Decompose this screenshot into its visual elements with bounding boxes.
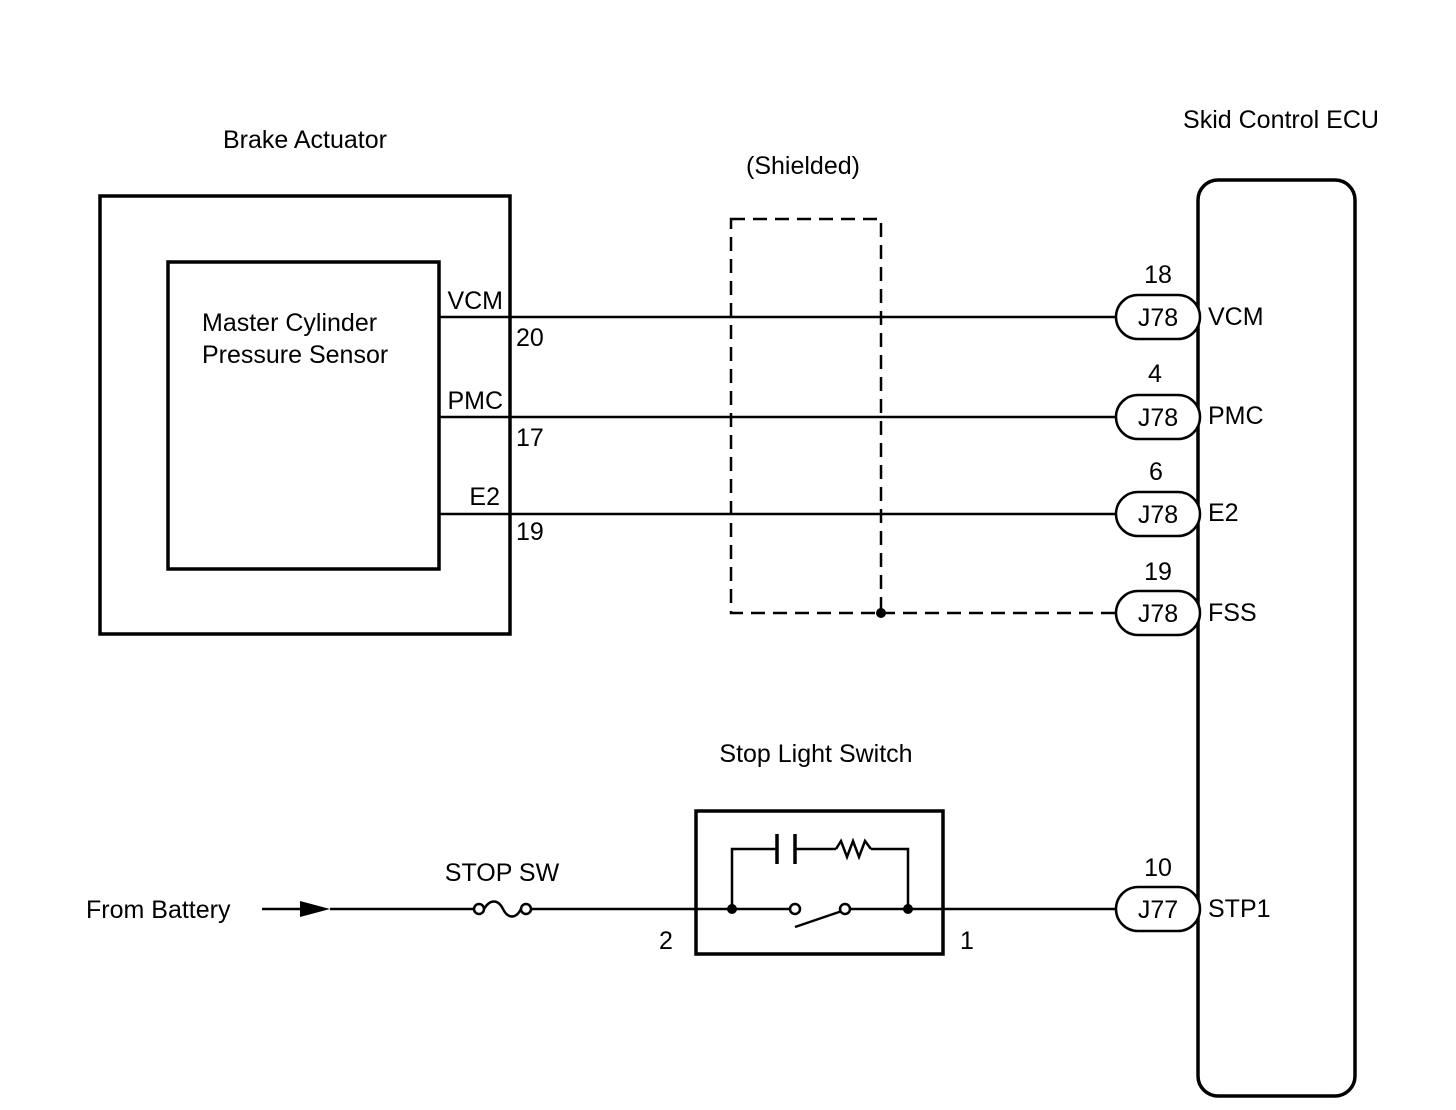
ecu-connector-stp1-label: J77 bbox=[1138, 896, 1178, 924]
ecu-terminal-pmc: PMC bbox=[1208, 402, 1264, 430]
actuator-pin-vcm: 20 bbox=[516, 324, 544, 352]
ecu-connector-fss-label: J78 bbox=[1138, 600, 1178, 628]
ecu-box bbox=[1196, 178, 1357, 1098]
arrow-right-icon bbox=[300, 901, 330, 917]
actuator-terminal-e2: E2 bbox=[469, 483, 500, 511]
shield-label: (Shielded) bbox=[746, 152, 860, 180]
switch-blade bbox=[794, 909, 843, 929]
fuse-icon bbox=[482, 900, 523, 918]
switch-contact-left bbox=[788, 902, 802, 916]
brake-actuator-box bbox=[98, 194, 512, 636]
pressure-sensor-label-line1: Master Cylinder bbox=[202, 309, 377, 337]
ecu-connector-pmc-label: J78 bbox=[1138, 404, 1178, 432]
ecu-terminal-e2: E2 bbox=[1208, 499, 1239, 527]
ecu-terminal-stp1: STP1 bbox=[1208, 895, 1271, 923]
actuator-pin-pmc: 17 bbox=[516, 424, 544, 452]
fuse-terminal-right bbox=[519, 902, 533, 916]
ecu-terminal-fss: FSS bbox=[1208, 599, 1257, 627]
ecu-title: Skid Control ECU bbox=[1183, 106, 1379, 134]
branch-wire-right bbox=[871, 847, 910, 909]
stop-light-switch-title: Stop Light Switch bbox=[719, 740, 912, 768]
ecu-connector-vcm bbox=[1114, 293, 1202, 341]
from-battery-label: From Battery bbox=[86, 896, 231, 924]
ecu-pin-stp1: 10 bbox=[1144, 854, 1172, 882]
brake-actuator: Brake Actuator Master Cylinder Pressure … bbox=[98, 126, 544, 636]
signal-wires bbox=[439, 315, 1117, 516]
resistor-icon bbox=[834, 837, 872, 861]
branch-wire-left bbox=[730, 847, 777, 909]
pressure-sensor-box bbox=[166, 260, 441, 571]
skid-control-ecu: Skid Control ECU 18 J78 VCM 4 J78 PMC 6 … bbox=[1114, 106, 1379, 1098]
fuse-label: STOP SW bbox=[445, 859, 560, 887]
switch-junction-left bbox=[727, 904, 737, 914]
switch-contact-right bbox=[838, 902, 852, 916]
switch-pin-in: 2 bbox=[659, 927, 673, 955]
ecu-pin-e2: 6 bbox=[1149, 458, 1163, 486]
ecu-connector-vcm-label: J78 bbox=[1138, 304, 1178, 332]
pressure-sensor-label-line2: Pressure Sensor bbox=[202, 341, 388, 369]
switch-pin-out: 1 bbox=[960, 927, 974, 955]
stop-light-switch-box bbox=[694, 809, 945, 956]
ecu-connector-fss bbox=[1114, 589, 1202, 637]
ecu-pin-pmc: 4 bbox=[1148, 360, 1162, 388]
ecu-terminal-vcm: VCM bbox=[1208, 303, 1264, 331]
fuse-terminal-left bbox=[472, 902, 486, 916]
ecu-pin-vcm: 18 bbox=[1144, 261, 1172, 289]
actuator-terminal-vcm: VCM bbox=[447, 287, 503, 315]
stop-light-circuit: From Battery STOP SW Stop Light Switch 2… bbox=[86, 740, 1117, 956]
ecu-connector-pmc bbox=[1114, 393, 1202, 441]
ecu-connector-e2-label: J78 bbox=[1138, 501, 1178, 529]
actuator-pin-e2: 19 bbox=[516, 518, 544, 546]
actuator-terminal-pmc: PMC bbox=[447, 387, 503, 415]
ecu-connector-e2 bbox=[1114, 490, 1202, 538]
brake-actuator-title: Brake Actuator bbox=[223, 126, 387, 154]
shield-junction-dot bbox=[876, 608, 886, 618]
shield: (Shielded) bbox=[729, 152, 1117, 618]
ecu-pin-fss: 19 bbox=[1144, 558, 1172, 586]
